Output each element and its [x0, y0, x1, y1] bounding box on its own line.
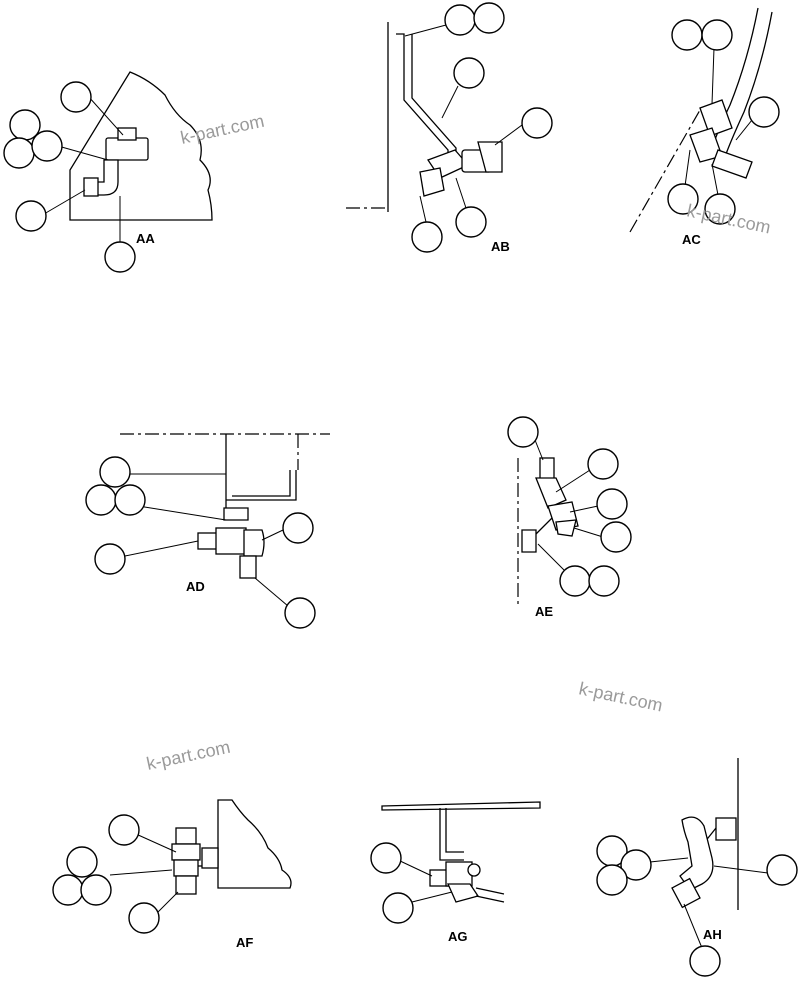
view-label-ab: AB	[491, 239, 510, 254]
view-label-aa: AA	[136, 231, 155, 246]
callout-bubble	[370, 842, 402, 874]
callout-bubble	[587, 448, 619, 480]
watermark: k-part.com	[577, 678, 664, 715]
view-ae: AE	[507, 416, 632, 619]
callout-bubble	[748, 96, 780, 128]
callout-bubble	[282, 512, 314, 544]
watermark: k-part.com	[179, 111, 266, 148]
callout-bubble	[588, 565, 620, 597]
watermark: k-part.com	[145, 737, 232, 774]
callout-bubble	[99, 456, 131, 488]
view-label-ad: AD	[186, 579, 205, 594]
callout-bubble	[3, 137, 35, 169]
callout-bubble	[704, 193, 736, 225]
callout-bubble	[766, 854, 798, 886]
view-ah: AH	[596, 758, 798, 977]
callout-bubble	[80, 874, 112, 906]
callout-bubble	[600, 521, 632, 553]
callout-bubble	[559, 565, 591, 597]
view-label-ah: AH	[703, 927, 722, 942]
callout-bubble	[85, 484, 117, 516]
callout-bubble	[52, 874, 84, 906]
view-ag: AG	[370, 801, 541, 944]
view-label-ag: AG	[448, 929, 468, 944]
callout-bubble	[94, 543, 126, 575]
callout-bubble	[411, 221, 443, 253]
view-label-ac: AC	[682, 232, 701, 247]
callout-bubble	[31, 130, 63, 162]
view-ad: AD	[85, 433, 330, 629]
callout-bubble	[444, 4, 476, 36]
callout-bubble	[667, 183, 699, 215]
view-ab: AB	[346, 2, 553, 254]
callout-bubble	[689, 945, 721, 977]
callout-bubble	[521, 107, 553, 139]
callout-bubble	[701, 19, 733, 51]
view-label-af: AF	[236, 935, 253, 950]
callout-bubble	[104, 241, 136, 273]
callout-bubble	[108, 814, 140, 846]
callout-bubble	[507, 416, 539, 448]
callout-bubble	[128, 902, 160, 934]
view-aa: AA	[3, 71, 213, 273]
view-af: AF	[52, 799, 292, 950]
callout-bubble	[60, 81, 92, 113]
view-label-ae: AE	[535, 604, 553, 619]
callout-bubble	[596, 488, 628, 520]
view-ac: AC	[629, 7, 780, 247]
callout-bubble	[15, 200, 47, 232]
callout-bubble	[473, 2, 505, 34]
callout-bubble	[66, 846, 98, 878]
callout-bubble	[596, 864, 628, 896]
callout-bubble	[382, 892, 414, 924]
callout-bubble	[284, 597, 316, 629]
callout-bubble	[671, 19, 703, 51]
callout-bubble	[453, 57, 485, 89]
callout-bubble	[455, 206, 487, 238]
callout-bubble	[114, 484, 146, 516]
callout-bubble	[620, 849, 652, 881]
